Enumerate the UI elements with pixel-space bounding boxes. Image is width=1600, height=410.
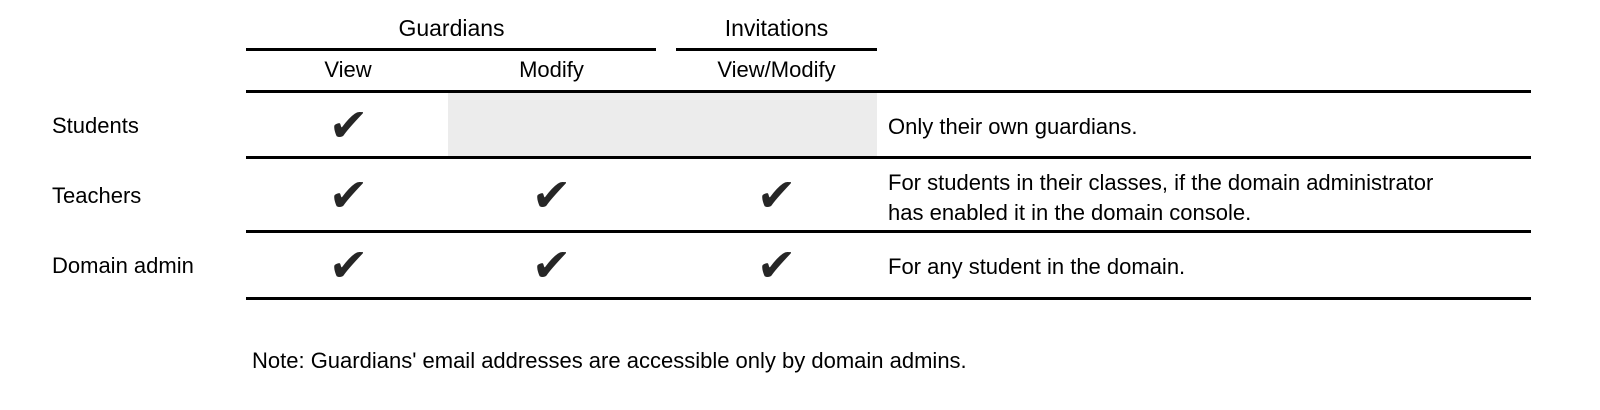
group-header-guardians: Guardians bbox=[398, 15, 505, 41]
cell-students-modify: ✔ bbox=[448, 97, 655, 153]
note-domain-admin: For any student in the domain. bbox=[888, 254, 1186, 279]
footer-note: Note: Guardians' email addresses are acc… bbox=[252, 348, 967, 373]
invitations-underline bbox=[676, 48, 877, 51]
checkmark-icon: ✔ bbox=[755, 238, 798, 292]
note-students: Only their own guardians. bbox=[888, 114, 1138, 139]
group-header-invitations: Invitations bbox=[724, 15, 829, 41]
row-rule-1 bbox=[246, 156, 1531, 159]
column-header-view: View bbox=[324, 57, 372, 82]
note-teachers: For students in their classes, if the do… bbox=[888, 170, 1434, 225]
cell-students-view-modify: ✔ bbox=[676, 97, 877, 153]
cell-students-view: ✔ bbox=[248, 97, 448, 153]
column-header-view-modify: View/Modify bbox=[717, 57, 836, 82]
cell-domain-admin-view: ✔ bbox=[248, 237, 448, 293]
header-rule bbox=[246, 90, 1531, 93]
row-rule-3 bbox=[246, 297, 1531, 300]
cell-domain-admin-modify: ✔ bbox=[448, 237, 655, 293]
row-label-domain-admin: Domain admin bbox=[52, 253, 194, 278]
checkmark-icon: ✔ bbox=[326, 238, 370, 292]
row-rule-2 bbox=[246, 230, 1531, 233]
students-disabled-cells bbox=[448, 93, 877, 157]
checkmark-icon: ✔ bbox=[530, 238, 573, 292]
row-label-students: Students bbox=[52, 113, 139, 138]
column-header-modify: Modify bbox=[519, 57, 584, 82]
cell-teachers-view: ✔ bbox=[248, 167, 448, 223]
checkmark-icon: ✔ bbox=[755, 168, 798, 222]
checkmark-icon: ✔ bbox=[326, 98, 370, 152]
row-label-teachers: Teachers bbox=[52, 183, 142, 208]
checkmark-icon: ✔ bbox=[326, 168, 370, 222]
checkmark-icon: ✔ bbox=[530, 168, 573, 222]
guardians-underline bbox=[246, 48, 656, 51]
cell-domain-admin-view-modify: ✔ bbox=[676, 237, 877, 293]
cell-teachers-view-modify: ✔ bbox=[676, 167, 877, 223]
cell-teachers-modify: ✔ bbox=[448, 167, 655, 223]
